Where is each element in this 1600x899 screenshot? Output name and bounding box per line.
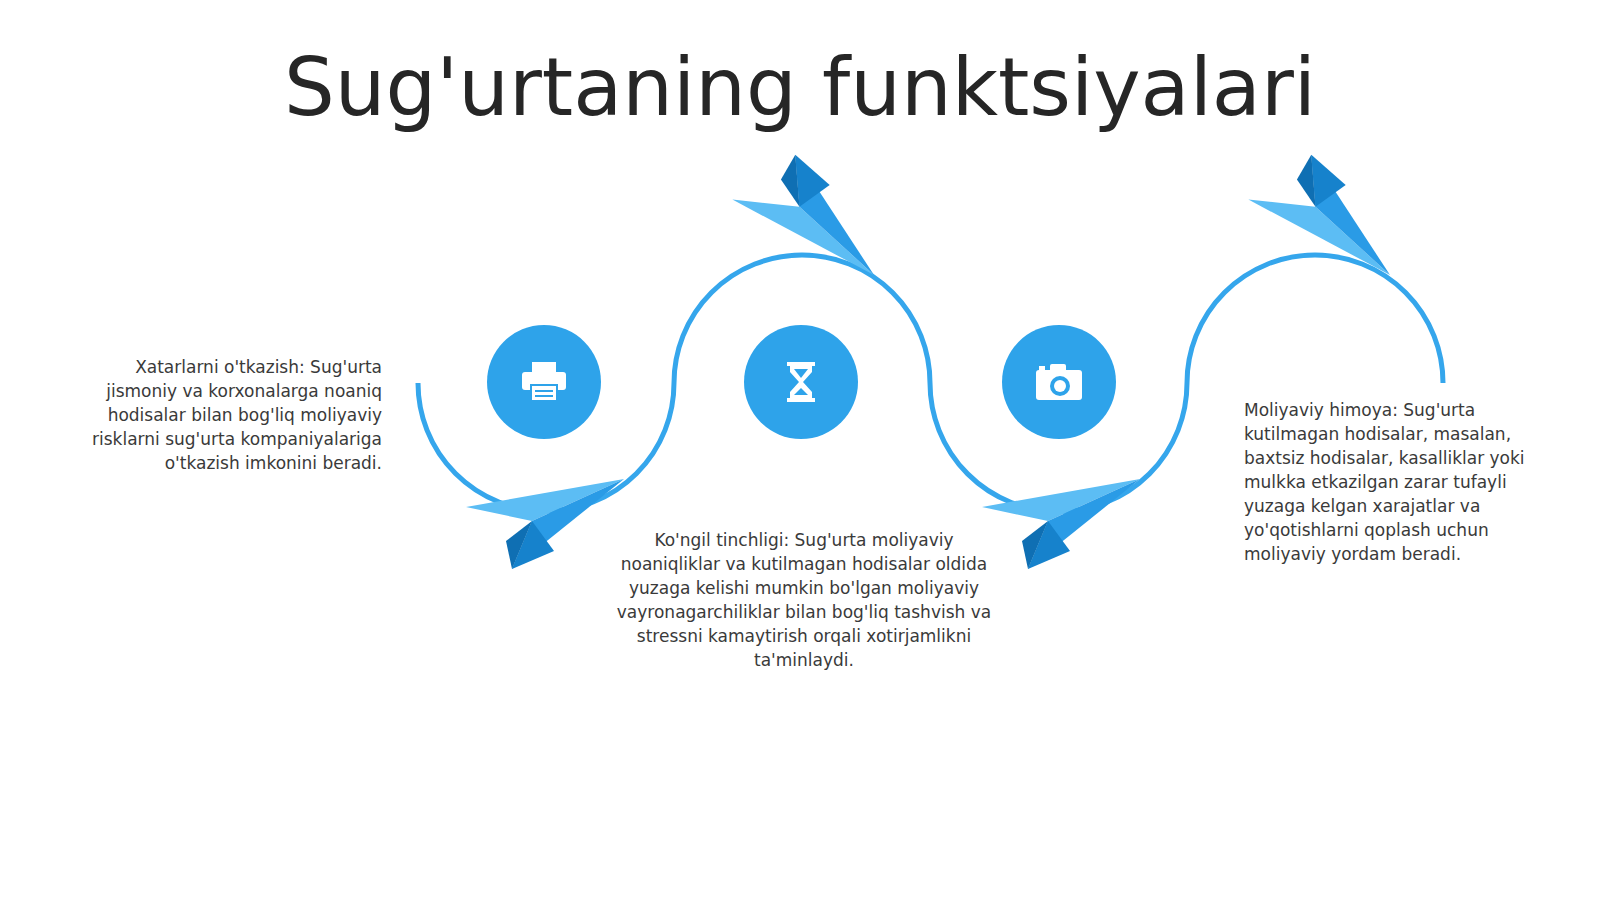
- icon-circle: [744, 325, 858, 439]
- icon-circle: [487, 325, 601, 439]
- function-description: Ko'ngil tinchligi: Sug'urta moliyaviy no…: [612, 528, 996, 672]
- paper-plane: [466, 479, 624, 569]
- function-description: Xatarlarni o'tkazish: Sug'urta jismoniy …: [60, 355, 382, 475]
- camera-icon: [1036, 364, 1082, 400]
- diagram-title: Sug'urtaning funktsiyalari: [0, 28, 1600, 148]
- hourglass-icon: [787, 362, 815, 402]
- paper-plane: [724, 141, 902, 275]
- paper-plane: [982, 479, 1140, 569]
- paper-plane: [1240, 141, 1418, 275]
- printer-icon: [522, 362, 566, 402]
- icon-circle: [1002, 325, 1116, 439]
- function-description: Moliyaviy himoya: Sug'urta kutilmagan ho…: [1244, 398, 1562, 566]
